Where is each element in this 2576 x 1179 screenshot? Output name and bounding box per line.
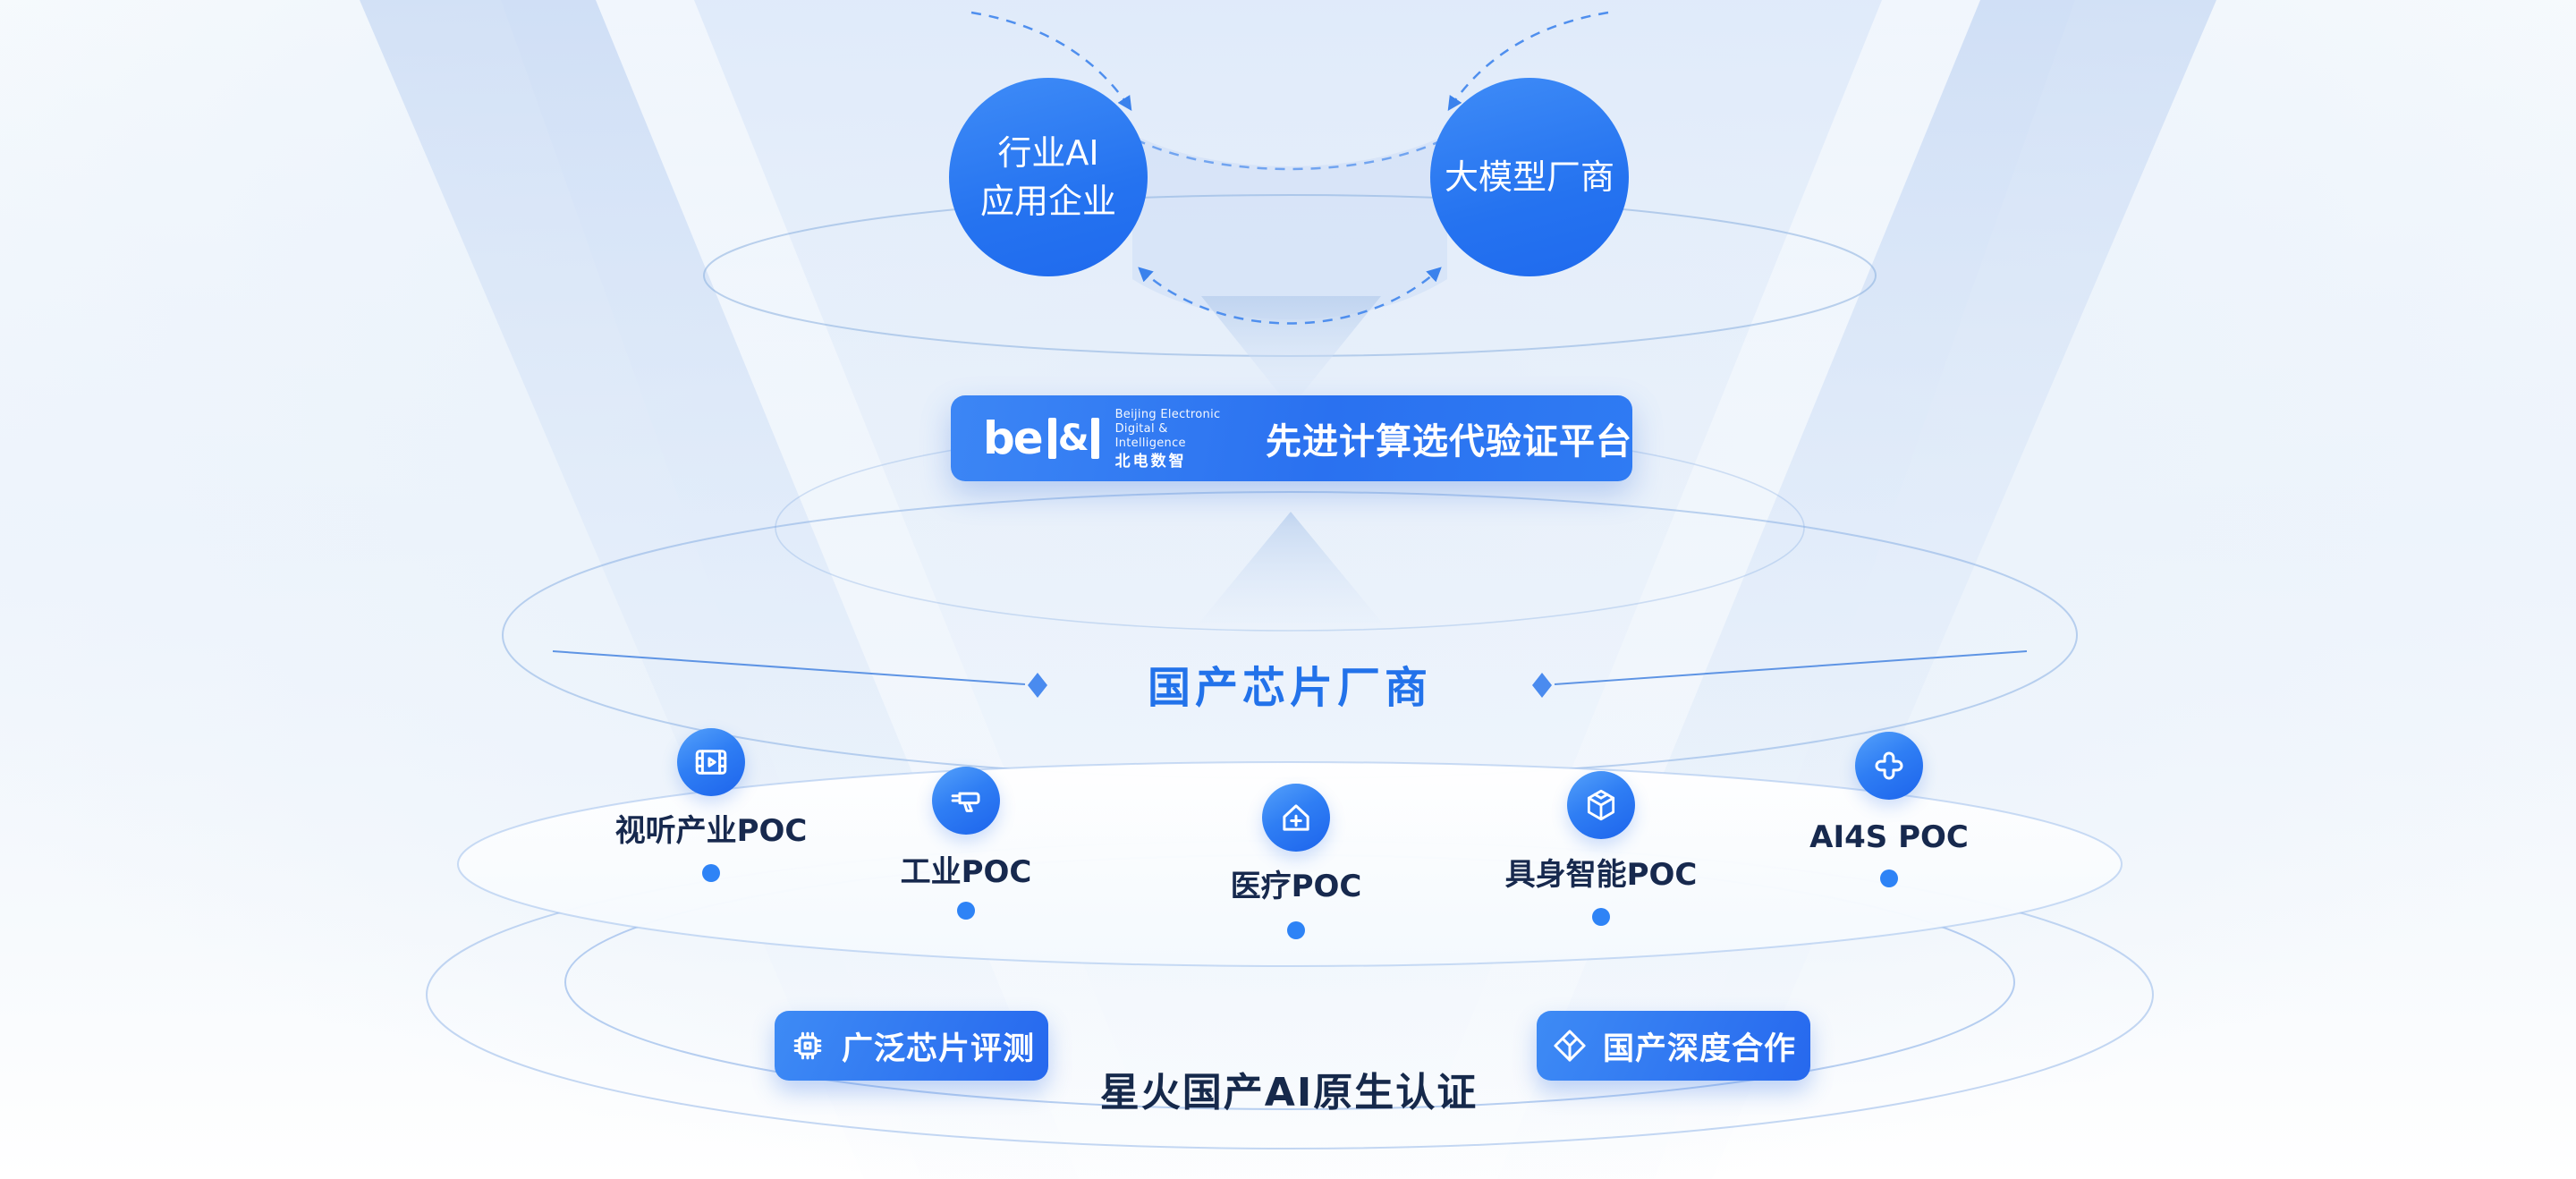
hospital-icon (1283, 804, 1309, 831)
poc-label-ai4s: AI4S POC (1809, 819, 1969, 855)
poc-label-embodied-ai: 具身智能POC (1504, 857, 1698, 893)
chip-eval-button[interactable]: 广泛芯片评测 (775, 1011, 1048, 1081)
right-diamond (1532, 673, 1552, 698)
industry-ai-line2: 应用企业 (979, 182, 1116, 221)
cross-knot-icon (1875, 751, 1903, 780)
poc-label-industry: 工业POC (900, 854, 1032, 890)
poc-icon-audiovisual (677, 728, 745, 796)
certification-label: 星火国产AI原生认证 (1099, 1070, 1479, 1115)
industry-ai-line1: 行业AI (997, 133, 1099, 173)
chip-vendors-label: 国产芯片厂商 (1147, 663, 1432, 713)
model-vendor-circle: 大模型厂商 (1430, 78, 1629, 276)
poc-icon-medical (1262, 784, 1330, 852)
arc-top-right (1447, 11, 1609, 112)
poc-dot-industry (957, 902, 975, 920)
poc-label-audiovisual: 视听产业POC (614, 813, 808, 849)
domestic-coop-label: 国产深度合作 (1602, 1031, 1796, 1067)
logo-wordmark: be (983, 412, 1044, 464)
org-cn: 北电数智 (1114, 453, 1187, 471)
logo-ampersand: & (1057, 418, 1089, 459)
film-icon (695, 750, 727, 775)
poc-icon-ai4s (1855, 732, 1923, 800)
left-diamond (1028, 673, 1047, 698)
cube-icon (1587, 789, 1615, 821)
org-en-line2: Digital & Intelligence (1114, 422, 1186, 450)
arc-top-left (970, 11, 1132, 112)
chip-icon (793, 1031, 822, 1060)
beidian-logo: be & (983, 416, 1099, 461)
poc-icon-industry (932, 767, 1000, 835)
org-name-block: Beijing Electronic Digital & Intelligenc… (1114, 408, 1235, 471)
logo-bar-left (1047, 418, 1056, 459)
chip-pointer-lines (552, 650, 2028, 685)
poc-disc (457, 761, 2123, 967)
org-en-line1: Beijing Electronic (1114, 408, 1221, 421)
industry-ai-circle: 行业AI 应用企业 (949, 78, 1148, 276)
drill-icon (951, 792, 980, 812)
poc-dot-audiovisual (702, 864, 720, 882)
poc-dot-embodied-ai (1592, 908, 1610, 926)
hourglass-bottom-edge (1138, 267, 1442, 325)
domestic-coop-button[interactable]: 国产深度合作 (1537, 1011, 1810, 1081)
poc-dot-medical (1287, 921, 1305, 939)
platform-banner: be & Beijing Electronic Digital & Intell… (951, 395, 1632, 481)
up-triangle (1199, 512, 1383, 623)
model-vendor-label: 大模型厂商 (1444, 157, 1614, 197)
chip-eval-label: 广泛芯片评测 (841, 1031, 1035, 1067)
poc-dot-ai4s (1880, 869, 1898, 887)
hourglass-top-edge (1135, 138, 1445, 171)
down-triangle (1201, 296, 1381, 408)
poc-label-medical: 医疗POC (1230, 869, 1362, 904)
logo-ampersand-box: & (1047, 418, 1099, 459)
diamond-box-icon (1554, 1030, 1586, 1062)
logo-bar-right (1090, 418, 1099, 459)
poc-icon-embodied-ai (1567, 771, 1635, 839)
platform-title: 先进计算选代验证平台 (1266, 421, 1632, 462)
